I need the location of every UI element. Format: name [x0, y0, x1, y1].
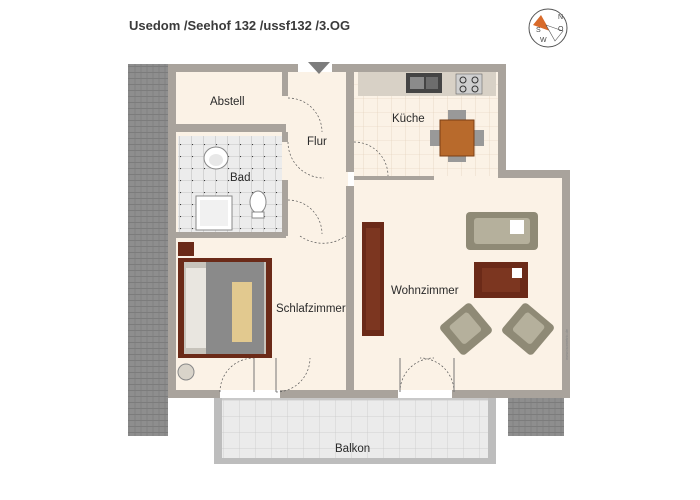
- door-leaves: [253, 358, 455, 392]
- room-label-wohnzimmer: Wohnzimmer: [391, 285, 459, 297]
- kitchen-counter: [358, 72, 496, 96]
- armchair-left: [440, 303, 492, 355]
- compass-s: S: [536, 27, 541, 34]
- sofa: [466, 212, 538, 250]
- coffee-table: [474, 262, 528, 298]
- entrance-arrow-icon: [308, 62, 330, 74]
- room-label-schlafzimmer: Schlafzimmer: [276, 303, 346, 315]
- dining-table: [430, 110, 484, 162]
- room-label-flur: Flur: [307, 136, 327, 148]
- compass-w: W: [540, 37, 547, 44]
- side-note: www.isometric.de: [564, 328, 569, 360]
- room-label-kueche: Küche: [392, 113, 425, 125]
- roof-left: [128, 64, 168, 436]
- compass-icon: N O S W: [528, 8, 568, 48]
- bathroom-fixtures: [195, 146, 267, 231]
- balcony: [214, 398, 496, 464]
- room-label-abstell: Abstell: [210, 96, 245, 108]
- walls: [168, 64, 570, 398]
- compass-n: N: [558, 14, 563, 21]
- room-label-bad: Bad: [230, 172, 250, 184]
- plan-title: Usedom /Seehof 132 /ussf132 /3.OG: [129, 18, 351, 33]
- armchair-right: [502, 303, 554, 355]
- compass-o: O: [558, 26, 564, 33]
- door-swings: [219, 97, 455, 393]
- double-bed: [177, 242, 272, 381]
- sideboard: [362, 222, 384, 336]
- room-label-balkon: Balkon: [335, 443, 370, 455]
